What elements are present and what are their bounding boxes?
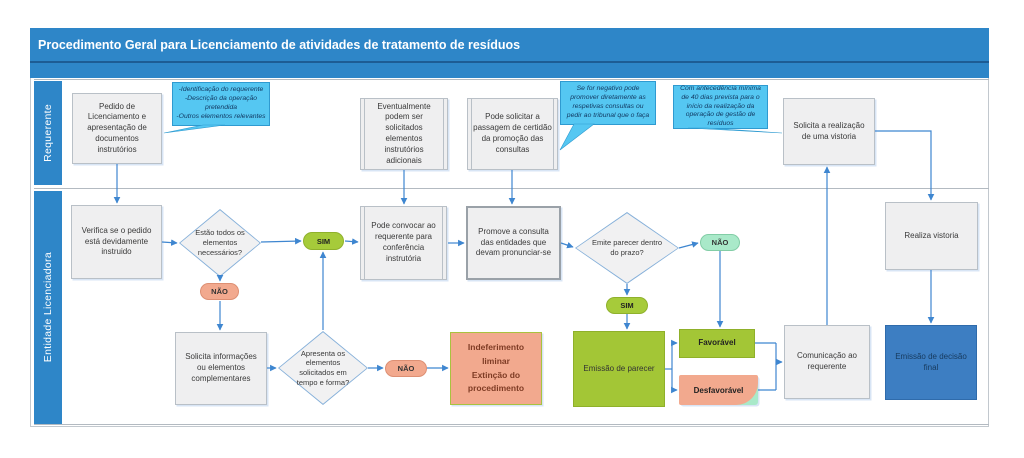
shape-promove-consulta: Promove a consulta das entidades que dev… <box>466 206 561 280</box>
decision-emite-parecer: Emite parecer dentro do prazo? <box>575 212 679 284</box>
shape-comunicacao-requerente: Comunicação ao requerente <box>784 325 870 399</box>
pill-nao-apresenta: NÃO <box>385 360 427 377</box>
decision-parecer-label: Emite parecer dentro do prazo? <box>591 238 663 257</box>
pill-sim-parecer: SIM <box>606 297 648 314</box>
shape-pode-convocar: Pode convocar ao requerente para conferê… <box>360 206 447 280</box>
pill-sim-elementos: SIM <box>303 232 344 250</box>
shape-verifica-pedido: Verifica se o pedido está devidamente in… <box>71 205 162 279</box>
lane-band-entidade: Entidade Licenciadora <box>34 191 62 424</box>
shape-solicita-vistoria: Solicita a realização de uma vistoria <box>783 98 875 165</box>
lane-band-requerente: Requerente <box>34 81 62 185</box>
pill-nao-elementos: NÃO <box>200 283 239 300</box>
diagram-title-bar: Procedimento Geral para Licenciamento de… <box>30 28 989 61</box>
callout-antecedencia: Com antecedência mínima de 40 dias previ… <box>673 85 768 129</box>
shape-desfavoravel: Desfavorável <box>679 375 758 405</box>
callout-negativo: Se for negativo pode promover diretament… <box>560 81 656 125</box>
decision-apresenta-elementos: Apresenta os elementos solicitados em te… <box>278 331 368 405</box>
shape-elementos-adicionais: Eventualmente podem ser solicitados elem… <box>360 98 448 170</box>
callout-requisitos: -Identificação do requerente -Descrição … <box>172 82 270 126</box>
shape-certidao-consultas: Pode solicitar a passagem de certidão da… <box>467 98 558 170</box>
decision-apresenta-label: Apresenta os elementos solicitados em te… <box>296 348 350 387</box>
shape-solicita-informacoes: Solicita informações ou elementos comple… <box>175 332 267 405</box>
decision-elementos-necessarios: Estão todos os elementos necessários? <box>179 209 261 277</box>
shape-realiza-vistoria: Realiza vistoria <box>885 202 978 270</box>
shape-emissao-decisao-final: Emissão de decisão final <box>885 325 977 400</box>
desfavoravel-label: Desfavorável <box>693 385 744 395</box>
diagram-title-strip <box>30 61 989 78</box>
decision-elementos-label: Estão todos os elementos necessários? <box>195 228 245 257</box>
lane-label-requerente: Requerente <box>42 104 54 162</box>
shape-indeferimento: Indeferimento liminar Extinção do proced… <box>450 332 542 405</box>
shape-pedido-licenciamento: Pedido de Licenciamento e apresentação d… <box>72 93 162 164</box>
shape-emissao-parecer: Emissão de parecer <box>573 331 665 407</box>
shape-favoravel: Favorável <box>679 329 755 358</box>
diagram-title: Procedimento Geral para Licenciamento de… <box>38 37 521 52</box>
pill-nao-parecer: NÃO <box>700 234 740 251</box>
lane-label-entidade: Entidade Licenciadora <box>42 252 54 363</box>
